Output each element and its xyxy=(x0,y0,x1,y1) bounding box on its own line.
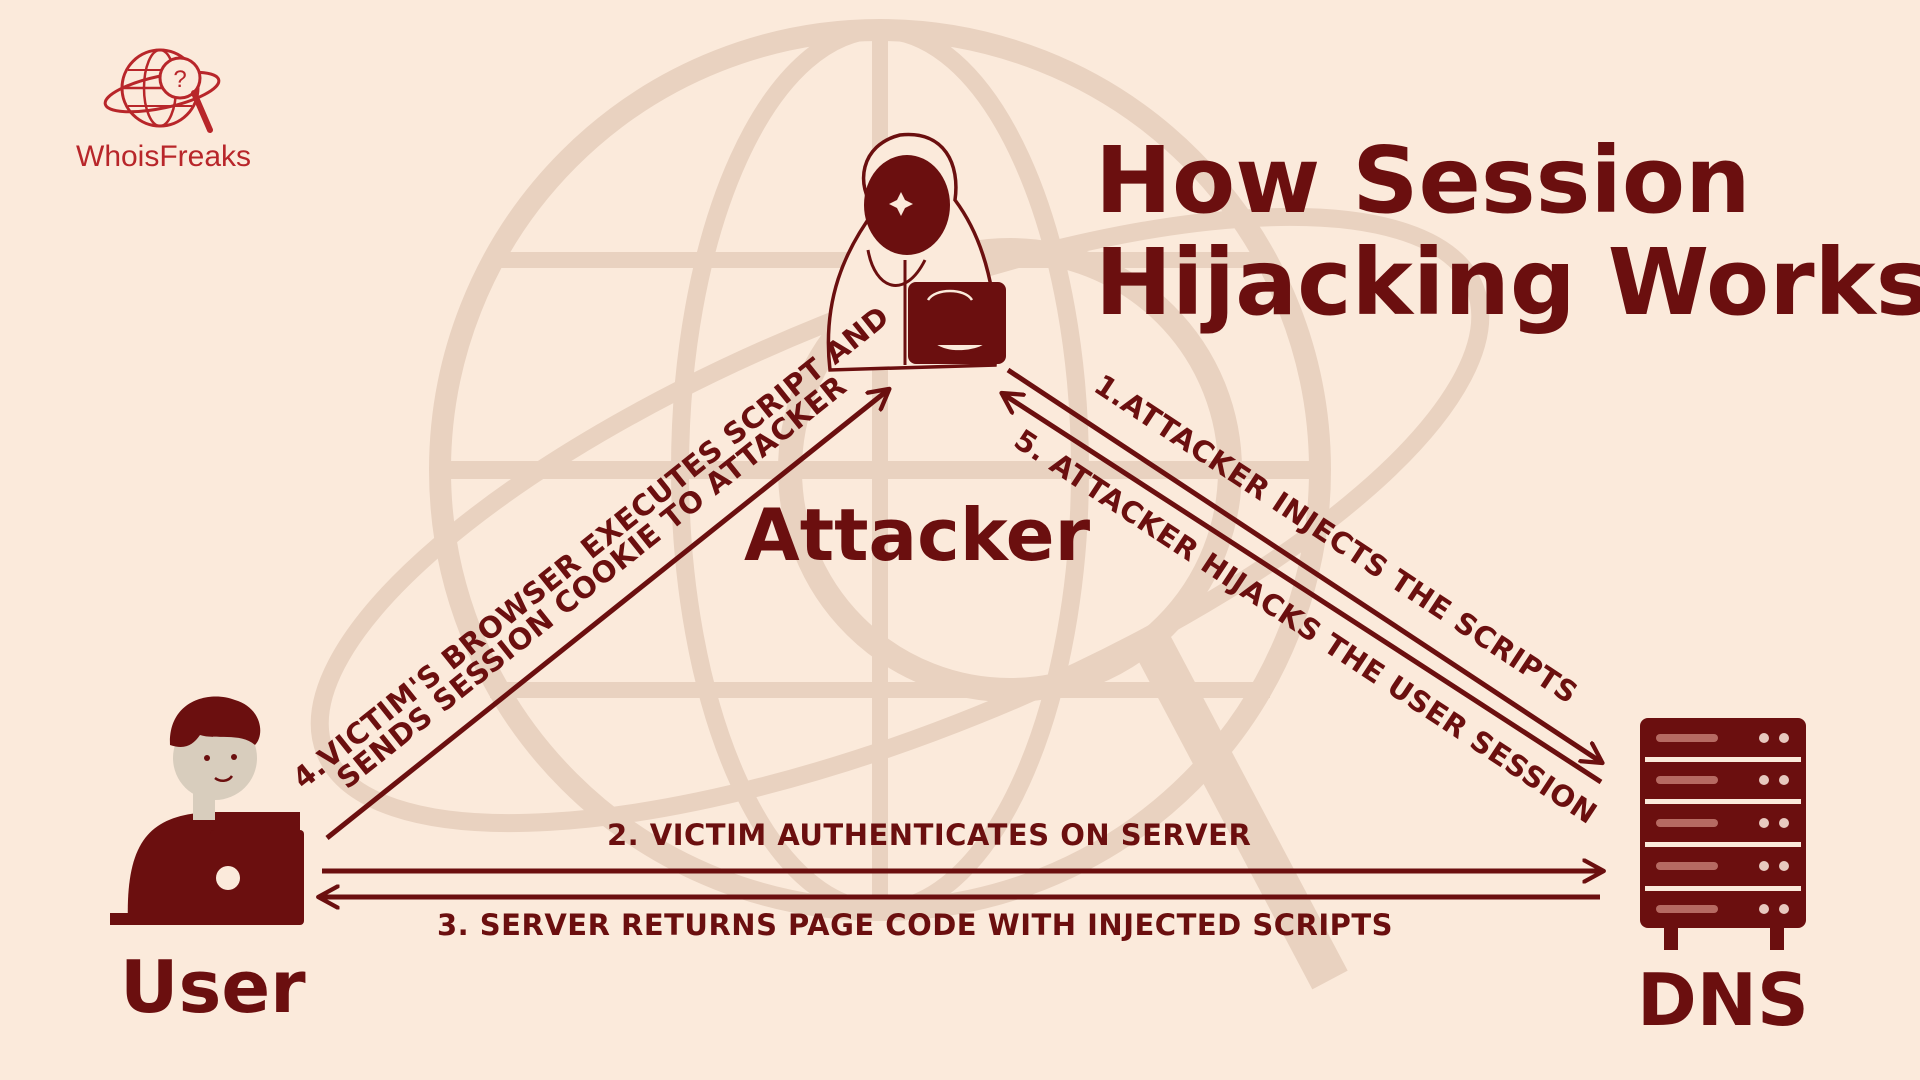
dns-server-icon xyxy=(1640,718,1806,950)
title-line-2: Hijacking Works xyxy=(1095,229,1920,336)
dns-label: DNS xyxy=(1637,958,1809,1042)
step-3-label: 3. SERVER RETURNS PAGE CODE WITH INJECTE… xyxy=(437,908,1393,942)
attacker-hacker-icon xyxy=(826,132,1006,372)
globe-search-icon: ? xyxy=(103,48,221,133)
arrow-dns-to-attacker xyxy=(1003,394,1603,785)
user-laptop-icon xyxy=(110,696,304,925)
brand-name: WhoisFreaks xyxy=(76,140,251,173)
step-2-label: 2. VICTIM AUTHENTICATES ON SERVER xyxy=(607,818,1251,852)
watermark-globe-icon xyxy=(310,19,1490,990)
attacker-label: Attacker xyxy=(744,493,1091,577)
arrow-attacker-to-dns xyxy=(1006,367,1601,762)
brand-logo: ? WhoisFreaks xyxy=(76,48,251,173)
logo-question-mark: ? xyxy=(173,66,186,93)
user-label: User xyxy=(120,945,306,1029)
title-line-1: How Session xyxy=(1095,127,1751,234)
arrow-user-to-attacker xyxy=(325,390,888,840)
step-5-label: 5. ATTACKER HIJACKS THE USER SESSION xyxy=(1008,422,1603,830)
